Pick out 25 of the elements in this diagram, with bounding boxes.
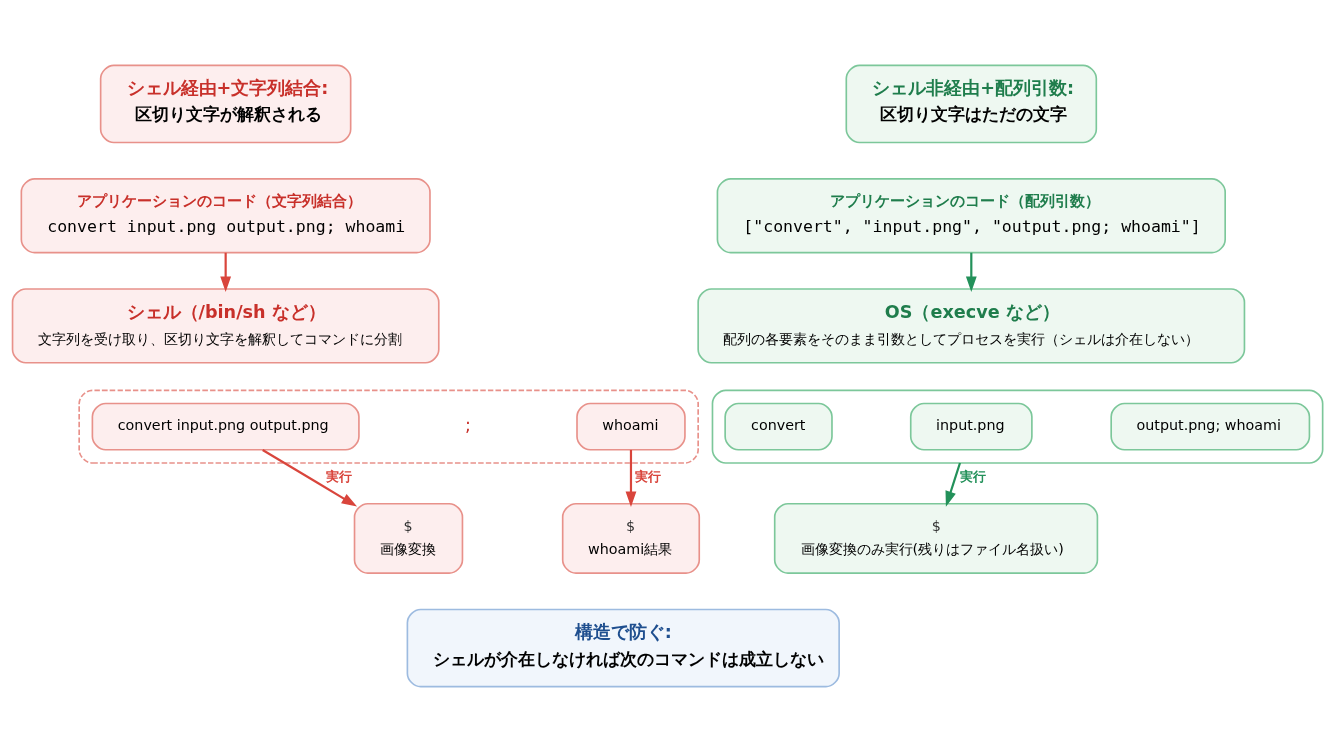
arrow [625, 449, 637, 507]
cluster [711, 389, 1324, 464]
node-box: シェル（/bin/sh など） 文字列を受け取り、区切り文字を解釈してコマンドに分割 [11, 288, 440, 364]
node-box: アプリケーションのコード（配列引数） ["convert", "input.png", "output.png; whoami"] [716, 178, 1226, 254]
edge-label: 実行 [325, 469, 352, 485]
node-box: アプリケーションのコード（文字列結合） convert input.png output.png; whoami [20, 178, 431, 254]
node-box: OS（execve など） 配列の各要素をそのまま引数としてプロセスを実行（シェルは介在しない） [697, 288, 1246, 364]
arrow [220, 252, 232, 292]
edge-label: 実行 [960, 469, 987, 485]
node-box: 構造で防ぐ: シェルが介在しなければ次のコマンドは成立しない [406, 608, 840, 688]
edge-label: 実行 [635, 469, 662, 485]
node-box: whoami [576, 402, 686, 451]
arrow [965, 252, 977, 292]
node-box: convert [724, 402, 833, 451]
label: ; [465, 414, 471, 435]
arrow [945, 462, 961, 507]
node-box: $ whoami結果 [561, 502, 701, 574]
node-box: $ 画像変換のみ実行(残りはファイル名扱い) [773, 502, 1099, 574]
node-box: output.png; whoami [1110, 402, 1311, 451]
node-box: $ 画像変換 [353, 502, 464, 574]
node-box: シェル非経由+配列引数: 区切り文字はただの文字 [845, 64, 1098, 144]
node-box: convert input.png output.png [91, 402, 360, 451]
node-box: シェル経由+文字列結合: 区切り文字が解釈される [99, 64, 352, 144]
cluster [78, 389, 699, 464]
node-box: input.png [909, 402, 1033, 451]
